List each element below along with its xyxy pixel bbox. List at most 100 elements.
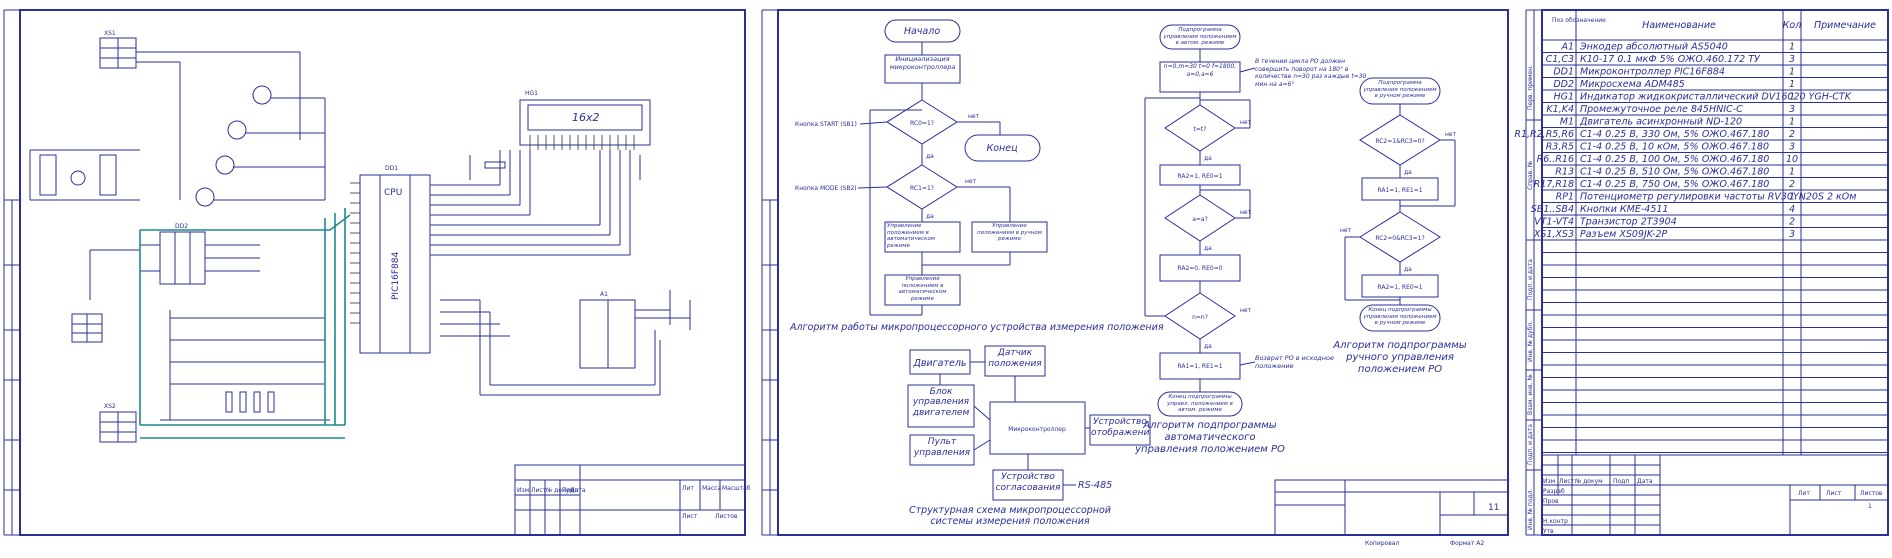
flow-btn-start: Кнопка START (SB1) xyxy=(795,121,857,128)
bom-cell-name: С1-4 0.25 В, 330 Ом, 5% ОЖО.467.180 xyxy=(1580,129,1769,140)
bom-cell-qty: 1 xyxy=(1789,92,1795,103)
schematic-sheet: XS1 XS2 DD2 xyxy=(3,9,751,536)
bom-cell-name: С1-4 0.25 В, 510 Ом, 5% ОЖО.467.180 xyxy=(1580,167,1769,178)
bom-cell-pos: A1 xyxy=(1560,42,1574,53)
mcu-chip xyxy=(359,174,431,354)
bom-side-1: Перв. примен. xyxy=(1527,65,1534,110)
sub-man-end xyxy=(1359,304,1441,332)
flow-no-1: нет xyxy=(968,113,980,120)
bom-cell-pos: RP1 xyxy=(1556,192,1574,203)
algo1-caption: Алгоритм работы микропроцессорного устро… xyxy=(789,322,1164,333)
bom-cell-name: Промежуточное реле 845HNIC-C xyxy=(1580,104,1743,115)
sheet2-title-block xyxy=(1274,479,1509,536)
bom-cell-pos: HG1 xyxy=(1553,92,1574,103)
bom-cell-qty: 1 xyxy=(1789,117,1795,128)
s3-stamp-list: Лист xyxy=(1559,478,1575,485)
sub-auto-end xyxy=(1157,391,1243,417)
flow-no-2: нет xyxy=(965,178,977,185)
struct-caption: Структурная схема микропроцессорной сист… xyxy=(909,505,1111,528)
sub-no-3: нет xyxy=(1240,307,1252,314)
bom-cell-name: Кнопки КМЕ-4511 xyxy=(1580,204,1668,215)
flow-btn-mode: Кнопка MODE (SB2) xyxy=(795,185,857,192)
flow-end xyxy=(964,134,1041,162)
s3-stamp-sheets: Листов xyxy=(1860,490,1883,497)
bom-cell-qty: 1 xyxy=(1789,167,1795,178)
s2-copied: Копировал xyxy=(1365,540,1399,547)
bom-cell-name: С1-4 0.25 В, 100 Ом, 5% ОЖО.467.180 xyxy=(1580,154,1769,165)
bom-cell-name: К10-17 0.1 мкФ 5% ОЖО.460.172 ТУ xyxy=(1580,54,1761,65)
sub-dec-n-label: n=n? xyxy=(1192,314,1208,321)
sub-auto-init-label: n=0,m=30 t=0 f=1800, a=0,a=6 xyxy=(1163,63,1237,78)
bom-side-2: Справ. № xyxy=(1527,161,1534,190)
lcd-display xyxy=(519,99,651,146)
bom-cell-pos: R1,R2,R5,R6 xyxy=(1514,129,1574,140)
dd1-label: DD1 xyxy=(385,165,398,172)
xs1-label: XS1 xyxy=(104,30,116,37)
bom-cell-qty: 1 xyxy=(1789,67,1795,78)
bom-cell-pos: C1,C3 xyxy=(1546,54,1574,65)
sub-yes-1: да xyxy=(1204,155,1212,162)
bom-cell-pos: VT1-VT4 xyxy=(1534,217,1574,228)
flow-manual-label: Управление положением в ручном режиме xyxy=(977,223,1042,243)
flow-yes-1: да xyxy=(926,153,934,160)
s1-stamp-mass: Масса xyxy=(702,485,721,492)
bom-cell-pos: DD1 xyxy=(1553,67,1574,78)
man-yes-1: да xyxy=(1404,169,1412,176)
mcu-part-label: PIC16F884 xyxy=(391,252,401,300)
flow-init-label: Инициализация микроконтроллера xyxy=(889,56,956,71)
s3-stamp-utv: Утв xyxy=(1543,528,1554,535)
man-no-2: нет xyxy=(1340,227,1352,234)
sub-return-note: Возврат РО в исходное положение xyxy=(1255,355,1335,370)
s1-stamp-scale: Масштаб xyxy=(722,485,751,492)
struct-motor-ctrl-label: Блок управления двигателем xyxy=(912,387,970,418)
bom-hdr-qty: Кол xyxy=(1783,20,1802,31)
bom-cell-name: Индикатор жидкокристаллический DV16020 Y… xyxy=(1580,92,1852,103)
bom-cell-pos: R13 xyxy=(1555,167,1574,178)
sub-ra2-label: RA2=0, RE0=0 xyxy=(1177,265,1222,272)
bom-cell-pos: SB1..SB4 xyxy=(1531,204,1574,215)
struct-sensor-label: Датчик положения xyxy=(988,348,1042,369)
bom-side-6: Подп. и дата xyxy=(1527,424,1534,465)
s2-format: Формат А2 xyxy=(1450,540,1484,547)
man-yes-2: да xyxy=(1404,266,1412,273)
s3-stamp-podp: Подп xyxy=(1613,478,1629,485)
bom-cell-qty: 2 xyxy=(1789,217,1795,228)
struct-match-label: Устройство согласования xyxy=(995,472,1061,493)
s3-stamp-razrab: Разраб xyxy=(1543,488,1565,495)
a1-label: A1 xyxy=(600,291,608,298)
s1-stamp-izm: Изм xyxy=(517,487,529,494)
s1-stamp-podp: Подп xyxy=(562,487,578,494)
s3-stamp-nkontr: Н.контр xyxy=(1543,518,1568,525)
bom-side-3: Подп. и дата xyxy=(1527,259,1534,300)
sub-yes-3: да xyxy=(1204,343,1212,350)
sub-man-start-label: Подпрограмма управления положением в руч… xyxy=(1363,80,1437,100)
sub-no-2: нет xyxy=(1240,209,1252,216)
flow-end-label: Конец xyxy=(986,143,1017,154)
algorithm-sheet: Начало Инициализация микроконтроллера RC… xyxy=(761,9,1509,547)
bom-sheet: Перв. примен. Справ. № Подп. и дата Инв.… xyxy=(1514,9,1889,536)
sub-auto-end-label: Конец подпрограммы управл. положением в … xyxy=(1167,394,1233,414)
s1-stamp-doc: № докум xyxy=(546,487,574,494)
struct-display xyxy=(1089,414,1151,446)
bom-hdr-note: Примечание xyxy=(1814,20,1876,31)
man-ra1-label: RA1=1, RE1=1 xyxy=(1377,187,1422,194)
rs485-chip xyxy=(159,231,206,285)
bom-cell-name: Разъем XS09JK-2P xyxy=(1580,229,1668,240)
s3-stamp-date: Дата xyxy=(1637,478,1653,485)
struct-display-label: Устройство отображения xyxy=(1091,417,1149,438)
bom-cell-qty: 4 xyxy=(1789,204,1795,215)
s1-stamp-sheet: Лист xyxy=(682,513,698,520)
s3-stamp-sheets-val: 1 xyxy=(1868,503,1872,510)
sub-dec-t-label: t=t? xyxy=(1194,126,1207,133)
bom-cell-qty: 2 xyxy=(1789,129,1795,140)
hg1-label: HG1 xyxy=(525,90,538,97)
sub-dec-a-label: a=a? xyxy=(1192,216,1208,223)
man-no-1: нет xyxy=(1445,131,1457,138)
sub-ra3-label: RA1=1, RE1=1 xyxy=(1177,363,1222,370)
transistor-vt1 xyxy=(252,85,272,105)
bom-cell-name: С1-4 0.25 В, 750 Ом, 5% ОЖО.467.180 xyxy=(1580,179,1769,190)
bom-hdr-pos: Поз обозначение xyxy=(1552,17,1606,24)
bom-hdr-name: Наименование xyxy=(1642,20,1716,31)
s3-stamp-prov: Пров xyxy=(1543,498,1559,505)
